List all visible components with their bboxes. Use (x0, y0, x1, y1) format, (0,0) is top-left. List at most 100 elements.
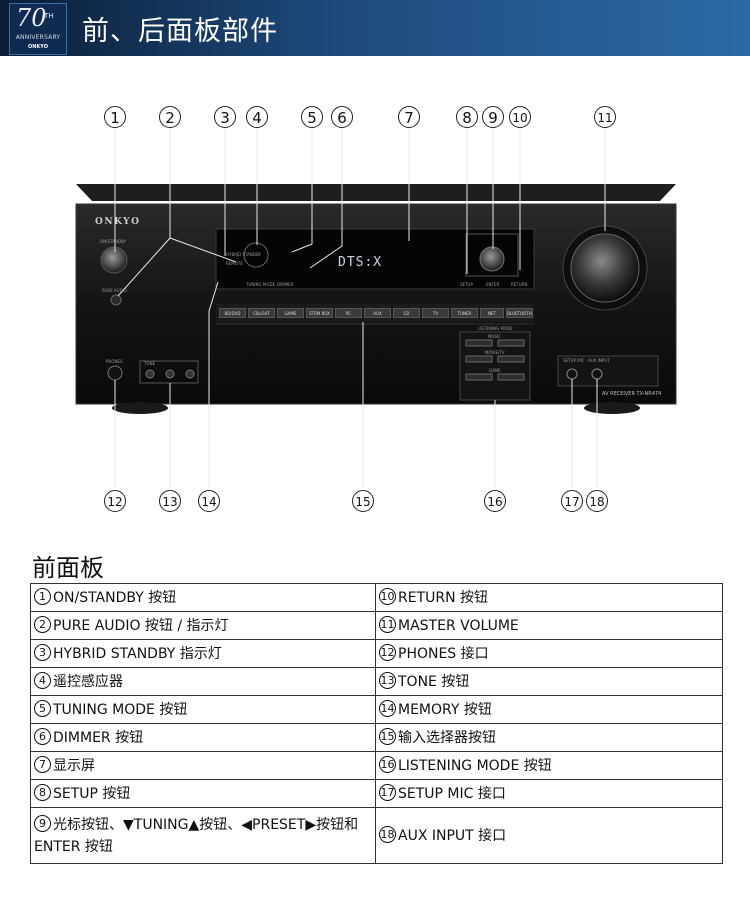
music-left-button[interactable] (466, 340, 492, 346)
selector-button-cd[interactable]: CD (393, 308, 420, 318)
item-number: 5 (34, 700, 51, 717)
callout-3: 3 (214, 106, 236, 128)
selector-button-tv[interactable]: TV (422, 308, 449, 318)
page-title: 前、后面板部件 (82, 9, 278, 48)
callout-9: 9 (482, 106, 504, 128)
tone-button-plus[interactable] (186, 370, 194, 378)
item-label: RETURN 按钮 (398, 590, 488, 606)
label-listening-mode: LISTENING MODE (478, 326, 513, 331)
item-number: 10 (379, 588, 396, 605)
aux-input-jack[interactable] (592, 369, 602, 379)
foot-right (584, 402, 640, 414)
label-movie-tv: MOVIE/TV (485, 350, 505, 355)
logo-anniversary: ANNIVERSARY (10, 34, 66, 41)
item-label: 光标按钮、▼TUNING▲按钮、◀PRESET▶按钮和 ENTER 按钮 (34, 817, 358, 855)
callout-11: 11 (594, 106, 616, 128)
table-row: 2PURE AUDIO 按钮 / 指示灯 11MASTER VOLUME (31, 612, 723, 640)
item-label: TUNING MODE 按钮 (53, 702, 187, 718)
item-number: 7 (34, 756, 51, 773)
callout-12: 12 (104, 490, 126, 512)
item-label: PURE AUDIO 按钮 / 指示灯 (53, 618, 229, 634)
item-number: 2 (34, 616, 51, 633)
item-label: MEMORY 按钮 (398, 702, 492, 718)
selector-button-bluetooth[interactable]: BLUETOOTH (506, 308, 533, 318)
master-volume-knob[interactable] (571, 234, 639, 302)
callout-6: 6 (331, 106, 353, 128)
item-number: 8 (34, 784, 51, 801)
item-label: DIMMER 按钮 (53, 730, 143, 746)
selector-button-cbl-sat[interactable]: CBL/SAT (248, 308, 275, 318)
item-number: 15 (379, 728, 396, 745)
logo-suffix: TH (44, 12, 54, 20)
tone-button[interactable] (166, 370, 174, 378)
movie-left-button[interactable] (466, 356, 492, 362)
item-label: SETUP MIC 接口 (398, 786, 506, 802)
table-row: 1ON/STANDBY 按钮 10RETURN 按钮 (31, 584, 723, 612)
label-tuning-mode: TUNING MODE (246, 282, 275, 287)
selector-button-game[interactable]: GAME (277, 308, 304, 318)
display-readout: DTS:X (338, 255, 382, 270)
label-pure-audio: PURE AUDIO (102, 288, 127, 293)
callout-17: 17 (561, 490, 583, 512)
game-right-button[interactable] (498, 374, 524, 380)
movie-right-button[interactable] (498, 356, 524, 362)
cursor-knob[interactable] (480, 247, 504, 271)
item-number: 12 (379, 644, 396, 661)
label-enter: ENTER (486, 282, 499, 287)
callout-2: 2 (159, 106, 181, 128)
music-right-button[interactable] (498, 340, 524, 346)
item-number: 3 (34, 644, 51, 661)
logo-brand: ONKYO (10, 44, 66, 50)
foot-left (112, 402, 168, 414)
selector-button-tuner[interactable]: TUNER (451, 308, 478, 318)
callout-10: 10 (509, 106, 531, 128)
selector-button-aux[interactable]: AUX (364, 308, 391, 318)
game-left-button[interactable] (466, 374, 492, 380)
device-brand: ONKYO (95, 217, 140, 227)
setup-mic-jack[interactable] (567, 369, 577, 379)
selector-button-pc[interactable]: PC (335, 308, 362, 318)
item-label: HYBRID STANDBY 指示灯 (53, 646, 222, 662)
callout-16: 16 (484, 490, 506, 512)
selector-button-net[interactable]: NET (480, 308, 504, 318)
callout-15: 15 (352, 490, 374, 512)
item-label: LISTENING MODE 按钮 (398, 758, 552, 774)
callout-7: 7 (398, 106, 420, 128)
selector-button-strm-box[interactable]: STRM BOX (306, 308, 333, 318)
item-label: ON/STANDBY 按钮 (53, 590, 176, 606)
item-label: SETUP 按钮 (53, 786, 130, 802)
table-cell-left: 4遥控感应器 (31, 668, 376, 696)
on-standby-button[interactable] (101, 247, 127, 273)
phones-jack[interactable] (108, 366, 122, 380)
label-setup: SETUP (460, 282, 473, 287)
item-number: 14 (379, 700, 396, 717)
tone-button-minus[interactable] (146, 370, 154, 378)
anniversary-logo: 70 TH ANNIVERSARY ONKYO (9, 3, 67, 55)
label-hybrid-standby: HYBRID STANDBY (226, 252, 261, 257)
receiver-illustration (0, 56, 750, 536)
selector-button-bd-dvd[interactable]: BD/DVD (219, 308, 246, 318)
callout-4: 4 (246, 106, 268, 128)
table-row: 9光标按钮、▼TUNING▲按钮、◀PRESET▶按钮和 ENTER 按钮 18… (31, 808, 723, 864)
callout-8: 8 (456, 106, 478, 128)
item-number: 9 (34, 815, 51, 832)
label-game: GAME (489, 368, 501, 373)
label-setup-mic: SETUP MIC (563, 358, 585, 363)
item-number: 17 (379, 784, 396, 801)
pure-audio-button[interactable] (111, 295, 121, 305)
header-bar: 70 TH ANNIVERSARY ONKYO 前、后面板部件 (0, 0, 750, 56)
item-number: 1 (34, 588, 51, 605)
callout-14: 14 (198, 490, 220, 512)
item-number: 6 (34, 728, 51, 745)
callout-13: 13 (159, 490, 181, 512)
